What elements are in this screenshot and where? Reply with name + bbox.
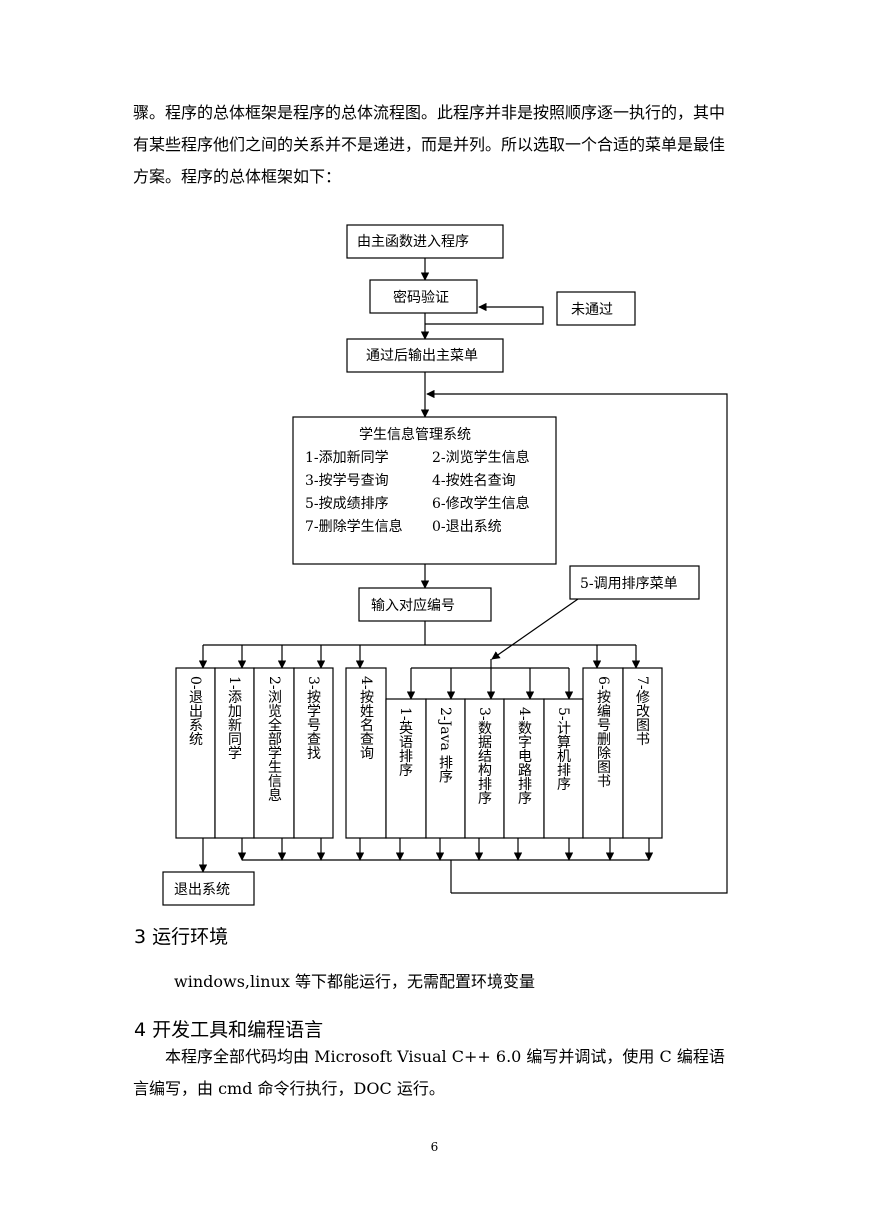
- intro-paragraph: 骤。程序的总体框架是程序的总体流程图。此程序并非是按照顺序逐一执行的，其中有某些…: [133, 103, 726, 186]
- menu-item: 6-修改学生信息: [432, 495, 530, 512]
- menu-item: 5-按成绩排序: [305, 496, 389, 512]
- branch-box: [253, 667, 295, 839]
- branch-label: 5-计算机排序: [555, 707, 571, 792]
- branch-label: 3-数据结构排序: [476, 707, 492, 806]
- sort-menu-box: [569, 565, 700, 600]
- branch-label: 2-Java 排序: [437, 707, 453, 785]
- main-menu-label: 通过后输出主菜单: [366, 348, 478, 364]
- branch-box: [385, 698, 427, 839]
- input-label: 输入对应编号: [371, 597, 455, 614]
- branch-box: [464, 698, 505, 839]
- branch-label: 7-修改图书: [634, 676, 650, 746]
- menu-title: 学生信息管理系统: [359, 426, 471, 443]
- section-heading-3: 3 运行环境: [134, 926, 229, 948]
- exit-box: [162, 871, 255, 906]
- menu-item: 1-添加新同学: [305, 450, 389, 466]
- input-box: [358, 587, 492, 622]
- branch-label: 4-按姓名查询: [358, 676, 374, 761]
- branch-box: [175, 667, 216, 839]
- password-box: [369, 279, 478, 314]
- start-box: [346, 224, 504, 259]
- menu-item: 0-退出系统: [432, 519, 502, 535]
- menu-item: 2-浏览学生信息: [432, 449, 530, 466]
- branch-box: [503, 698, 545, 839]
- fail-label: 未通过: [571, 302, 613, 318]
- branch-label: 4-数字电路排序: [516, 707, 532, 806]
- password-label: 密码验证: [393, 289, 449, 306]
- branch-label: 0-退出系统: [187, 676, 203, 747]
- branch-label: 2-浏览全部学生信息: [266, 676, 282, 802]
- tools-paragraph: 本程序全部代码均由 Microsoft Visual C++ 6.0 编写并调试…: [133, 1047, 725, 1098]
- start-label: 由主函数进入程序: [357, 234, 469, 250]
- branch-label: 1-添加新同学: [226, 676, 242, 760]
- branch-box: [214, 667, 255, 839]
- exit-label: 退出系统: [174, 882, 230, 898]
- menu-item: 7-删除学生信息: [305, 518, 403, 535]
- menu-item: 3-按学号查询: [305, 473, 389, 489]
- branch-box: [622, 667, 663, 839]
- environment-paragraph: windows,linux 等下都能运行，无需配置环境变量: [174, 972, 535, 991]
- sort-menu-label: 5-调用排序菜单: [580, 576, 678, 592]
- menu-box: [292, 416, 557, 565]
- branch-label: 3-按学号查找: [305, 676, 321, 761]
- branch-label: 6-按编号删除图书: [595, 676, 611, 788]
- menu-item: 4-按姓名查询: [432, 473, 516, 489]
- branch-box: [543, 698, 584, 839]
- branch-box: [293, 667, 334, 839]
- fail-box: [556, 291, 636, 326]
- branch-label: 1-英语排序: [397, 707, 413, 778]
- section-heading-4: 4 开发工具和编程语言: [134, 1019, 324, 1041]
- page-number: 6: [430, 1140, 439, 1154]
